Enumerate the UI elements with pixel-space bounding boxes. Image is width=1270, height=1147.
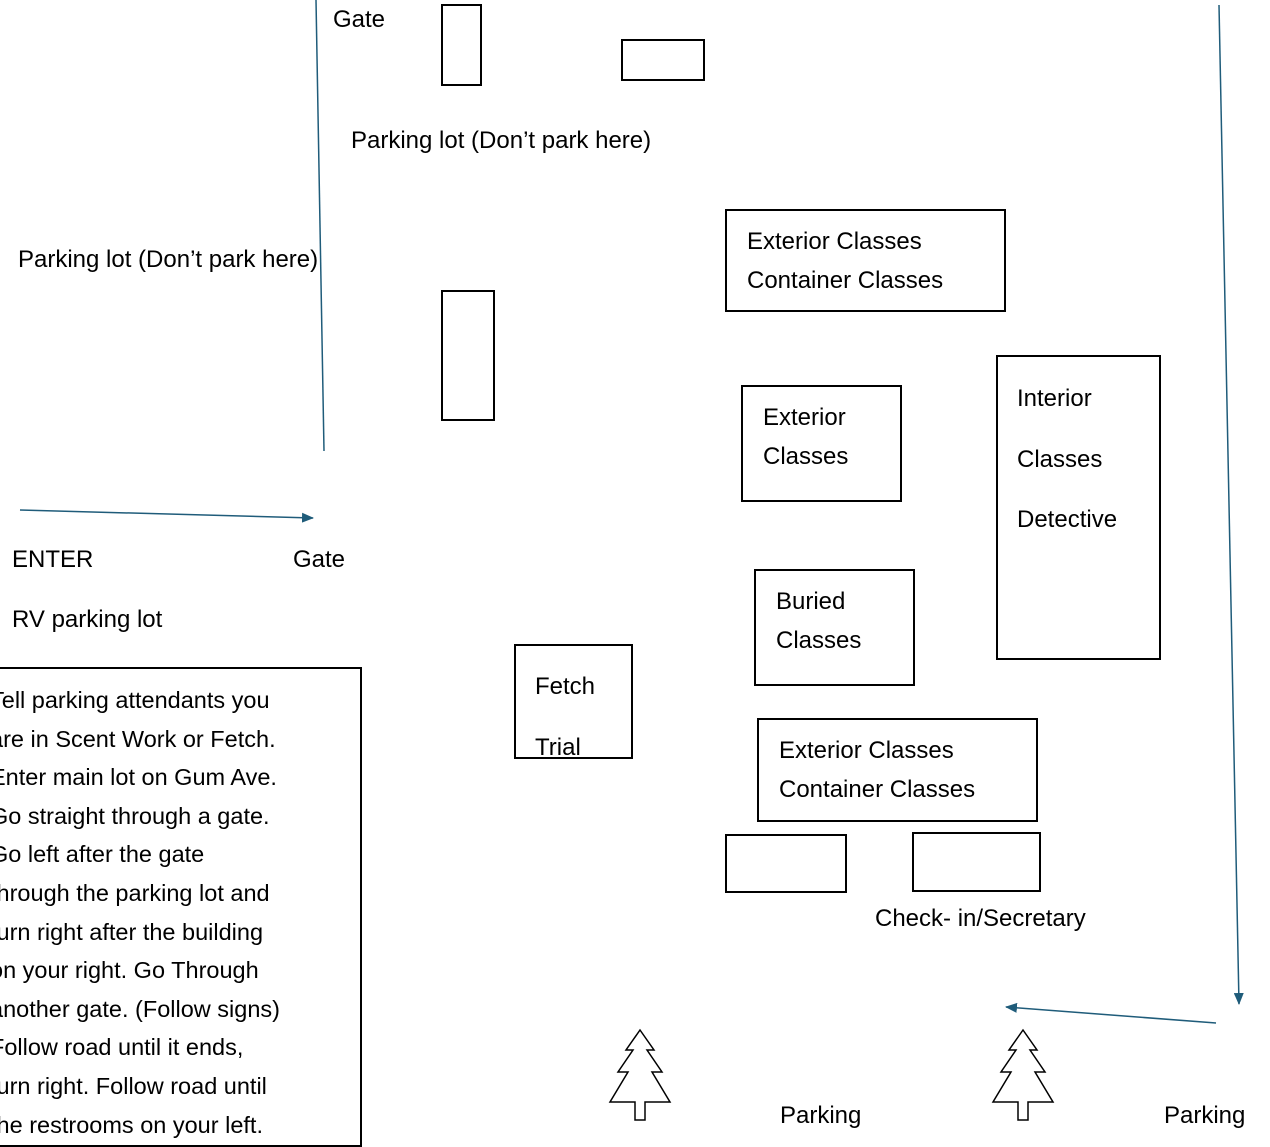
building-top-wide [621, 39, 705, 81]
enter-arrow [19, 509, 314, 523]
directions-line: through the parking lot and [0, 879, 270, 906]
directions-line: the restrooms on your left. [0, 1111, 263, 1138]
area-buried [754, 569, 915, 686]
parking-lot-label-top: Parking lot (Don’t park here) [351, 127, 652, 154]
tree-icon [991, 1028, 1055, 1121]
directions-line: turn right. Follow road until [0, 1072, 267, 1099]
check-in-label: Check- in/Secretary [875, 905, 1086, 932]
directions-line: Tell parking attendants you [0, 687, 270, 713]
area-exterior-mid [741, 385, 902, 502]
building-top-tall [441, 4, 482, 86]
rv-parking-lot-label: RV parking lot [12, 606, 163, 633]
gate-label-left: Gate [293, 546, 346, 573]
directions-line: another gate. (Follow signs) [0, 995, 280, 1022]
enter-label: ENTER [12, 546, 94, 573]
gate-label-top: Gate [333, 6, 386, 33]
parking-arrow-bottom [1005, 1002, 1217, 1024]
tree-icon [608, 1028, 672, 1121]
parking-label-bottom-1: Parking [780, 1102, 862, 1129]
directions-line: Go straight through a gate. [0, 802, 270, 829]
directions-box: Tell parking attendants you are in Scent… [0, 667, 362, 1147]
area-exterior-container-top-label: Exterior Classes Container Classes [747, 228, 944, 294]
road-arrow-right [1218, 4, 1244, 1005]
directions-line: Follow road until it ends, [0, 1034, 244, 1061]
directions-line: turn right after the building [0, 918, 264, 945]
area-exterior-container-bottom [757, 718, 1038, 822]
parking-label-bottom-2: Parking [1164, 1102, 1246, 1129]
area-fetch [514, 644, 633, 759]
parking-lot-label-left: Parking lot (Don’t park here) [18, 246, 319, 273]
directions-line: Go left after the gate [0, 841, 205, 868]
directions-line: are in Scent Work or Fetch. [0, 725, 276, 752]
building-left-tall [441, 290, 495, 421]
area-fetch-label: Fetch Trial [535, 673, 596, 761]
area-exterior-container-top [725, 209, 1006, 312]
area-interior-label: Interior Classes Detective [1017, 385, 1118, 533]
directions-line: Enter main lot on Gum Ave. [0, 764, 277, 791]
check-in-building [912, 832, 1041, 892]
area-interior [996, 355, 1161, 660]
area-exterior-container-bottom-label: Exterior Classes Container Classes [779, 737, 976, 803]
directions-line: on your right. Go Through [0, 957, 259, 984]
road-line-left [315, 0, 325, 452]
area-exterior-mid-label: Exterior Classes [763, 404, 849, 470]
building-bottom-left [725, 834, 847, 893]
area-buried-label: Buried Classes [776, 588, 862, 654]
